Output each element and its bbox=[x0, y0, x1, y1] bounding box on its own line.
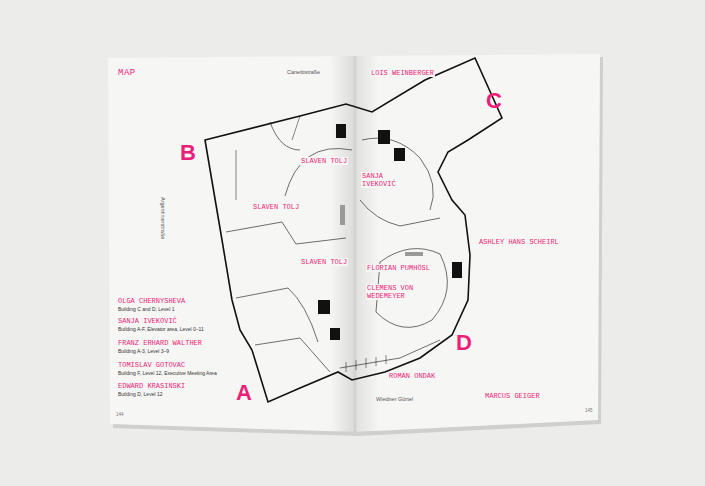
location-note: Building A-3, Level 3–9 bbox=[118, 349, 169, 355]
artist-label: ROMAN ONDÁK bbox=[388, 372, 436, 380]
street-name: Wiedner Gürtel bbox=[375, 396, 414, 402]
building-letter: A bbox=[236, 380, 252, 405]
location-note: Building F, Level 12, Executive Meeting … bbox=[118, 371, 217, 377]
page-number: 144 bbox=[116, 412, 124, 417]
artist-name: SANJA IVEKOVIĆ bbox=[118, 317, 177, 325]
building-map bbox=[205, 58, 502, 402]
artist-label: ASHLEY HANS SCHEIRL bbox=[478, 238, 560, 246]
building-letter: C bbox=[486, 88, 502, 113]
artist-label: SLAVEN TOLJ bbox=[252, 203, 300, 211]
artist-name: OLGA CHERNYSHEVA bbox=[118, 297, 185, 305]
building-letter: D bbox=[456, 330, 472, 355]
artist-name: EDWARD KRASIŃSKI bbox=[118, 382, 185, 390]
artist-name: TOMISLAV GOTOVAC bbox=[118, 361, 185, 369]
street-name: Canettistraße bbox=[286, 69, 321, 75]
artist-name: FRANZ ERHARD WALTHER bbox=[118, 339, 202, 347]
page-number: 145 bbox=[585, 408, 593, 413]
building-letter: B bbox=[180, 140, 196, 165]
street-name: Argentinierstraße bbox=[160, 196, 166, 240]
location-note: Building A-F, Elevator area, Level 0–11 bbox=[118, 327, 204, 333]
artist-label: SLAVEN TOLJ bbox=[300, 258, 348, 266]
artist-label: CLEMENS VON WEDEMEYER bbox=[366, 284, 428, 300]
left-page bbox=[108, 56, 355, 432]
artist-label: LOIS WEINBERGER bbox=[370, 69, 435, 77]
location-note: Building C and D, Level 1 bbox=[118, 307, 174, 313]
artist-label: FLORIAN PUMHÖSL bbox=[366, 264, 431, 272]
artist-label: SANJA IVEKOVIĆ bbox=[361, 172, 401, 188]
artist-label: MARCUS GEIGER bbox=[484, 392, 541, 400]
location-note: Building D, Level 12 bbox=[118, 392, 162, 398]
right-page bbox=[355, 54, 600, 432]
map-title: MAP bbox=[118, 68, 136, 78]
stair-strips bbox=[340, 205, 423, 256]
artist-label: SLAVEN TOLJ bbox=[300, 157, 348, 165]
